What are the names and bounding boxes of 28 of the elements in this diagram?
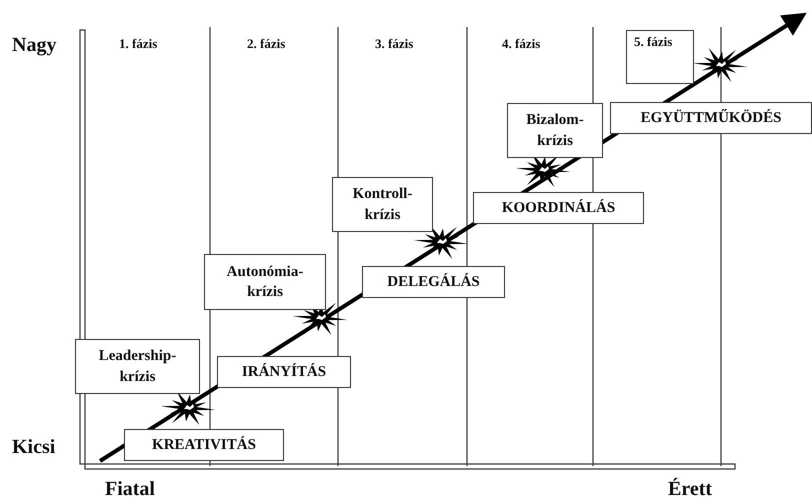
size-axis-label: Nagy (12, 34, 56, 57)
age-axis-label: Fiatal (105, 478, 155, 501)
stage-label: 5. fázis (633, 33, 674, 51)
stage-label: IRÁNYÍTÁS (240, 362, 328, 382)
stage-box (626, 30, 694, 84)
stage-label: Bizalom-krízis (525, 111, 585, 150)
stage-box (75, 339, 200, 394)
age-axis-label: Érett (668, 478, 712, 501)
stage-label: DELEGÁLÁS (386, 272, 481, 292)
stage-label: KOORDINÁLÁS (500, 198, 616, 218)
stage-box (332, 177, 433, 232)
stage-box (124, 429, 284, 461)
stage-label: KREATIVITÁS (151, 435, 257, 455)
phase-label: 1. fázis (119, 36, 158, 52)
phase-label: 4. fázis (502, 36, 540, 52)
size-axis-label: Kicsi (12, 436, 56, 459)
stage-box (473, 192, 644, 224)
stage-box (217, 356, 351, 388)
phase-label: 3. fázis (375, 36, 414, 52)
stage-box (507, 103, 603, 158)
stage-label: Leadership-krízis (98, 347, 178, 386)
stage-label: Autonómia-krízis (226, 262, 304, 302)
stage-box (362, 266, 505, 298)
stage-box (610, 102, 812, 134)
stage-label: Kontroll-krízis (352, 185, 414, 224)
stage-label: EGYÜTTMŰKÖDÉS (640, 108, 782, 128)
stage-box (204, 254, 326, 310)
phase-label: 2. fázis (247, 36, 286, 52)
